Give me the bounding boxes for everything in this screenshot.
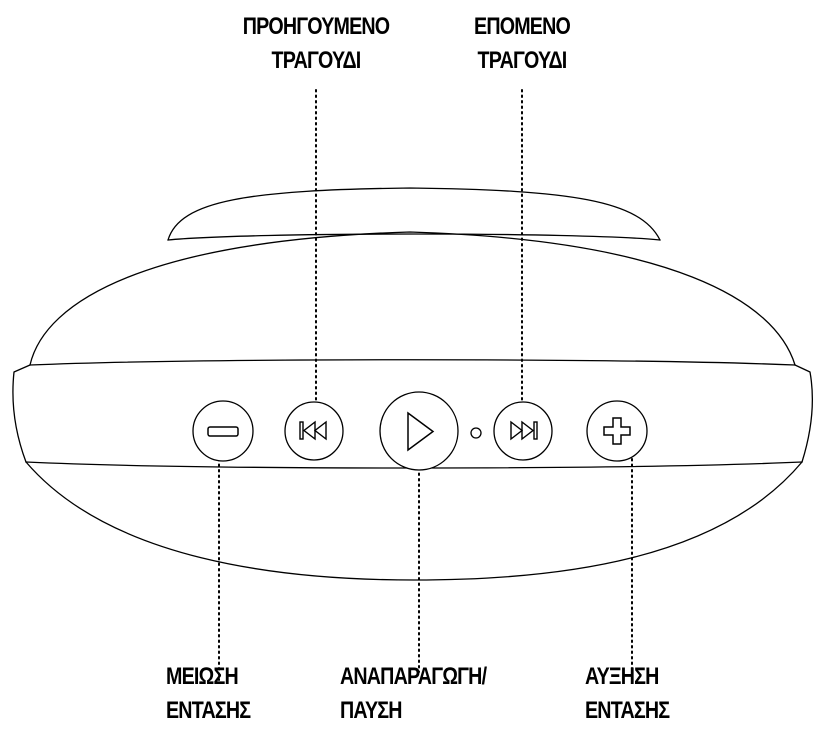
label-volume-down-line2: ΕΝΤΑΣΗΣ <box>166 697 251 724</box>
speaker-rim-top <box>29 359 796 366</box>
speaker-handle-outline <box>167 187 661 241</box>
label-volume-up: ΑΥΞΗΣΗ ΕΝΤΑΣΗΣ <box>585 660 670 728</box>
label-next-track: ΕΠΟΜΕΝΟ ΤΡΑΓΟΥΔΙ <box>448 10 596 78</box>
speaker-lower-shell <box>25 461 803 581</box>
label-previous-track: ΠΡΟΗΓΟΥΜΕΝΟ ΤΡΑΓΟΥΔΙ <box>226 10 406 78</box>
label-play-pause-line2: ΠΑΥΣΗ <box>340 697 403 724</box>
play-icon <box>407 411 435 452</box>
play-pause-button[interactable] <box>379 391 459 471</box>
label-next-track-line2: ΤΡΑΓΟΥΔΙ <box>477 47 568 74</box>
speaker-rim-right <box>794 364 814 463</box>
label-next-track-line1: ΕΠΟΜΕΝΟ <box>474 13 571 40</box>
label-previous-track-line2: ΤΡΑΓΟΥΔΙ <box>271 47 362 74</box>
plus-icon <box>603 417 631 445</box>
label-volume-up-line1: ΑΥΞΗΣΗ <box>585 663 659 690</box>
speaker-handle-base <box>167 233 661 241</box>
minus-icon <box>207 426 239 437</box>
label-previous-track-line1: ΠΡΟΗΓΟΥΜΕΝΟ <box>242 13 390 40</box>
status-led <box>470 427 482 439</box>
next-track-button[interactable] <box>493 401 553 461</box>
speaker-rim-left <box>12 364 31 463</box>
label-volume-up-line2: ΕΝΤΑΣΗΣ <box>585 697 670 724</box>
skip-back-icon <box>299 420 327 441</box>
volume-down-button[interactable] <box>192 400 254 462</box>
speaker-upper-shell <box>29 231 796 366</box>
previous-track-button[interactable] <box>284 401 344 461</box>
label-play-pause: ΑΝΑΠΑΡΑΓΩΓΗ/ ΠΑΥΣΗ <box>340 660 487 728</box>
label-volume-down: ΜΕΙΩΣΗ ΕΝΤΑΣΗΣ <box>166 660 251 728</box>
label-volume-down-line1: ΜΕΙΩΣΗ <box>166 663 239 690</box>
volume-up-button[interactable] <box>586 400 648 462</box>
label-play-pause-line1: ΑΝΑΠΑΡΑΓΩΓΗ/ <box>340 663 487 690</box>
skip-forward-icon <box>510 420 538 441</box>
